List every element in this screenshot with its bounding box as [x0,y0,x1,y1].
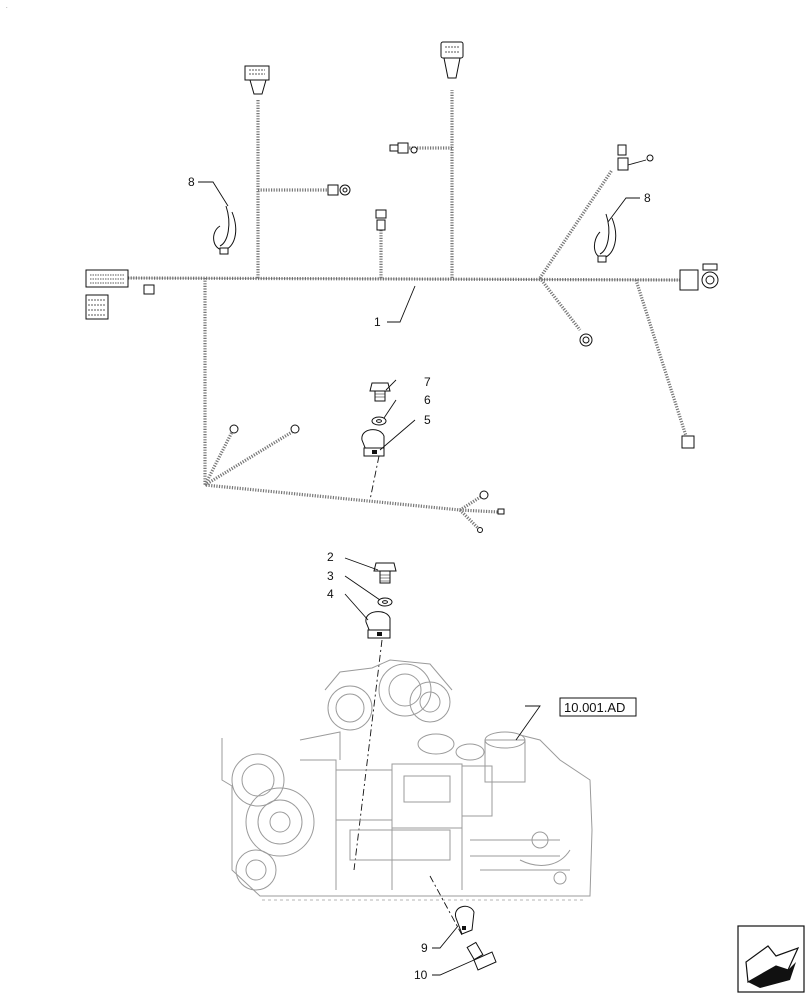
upper-fastener-stack [361,382,391,501]
callout-6: 6 [424,393,431,407]
bolt-item-10 [466,941,497,971]
callout-5: 5 [424,413,431,427]
clamp-item-4 [365,611,391,639]
connector-right-end [679,263,719,291]
clamp-item-9 [454,905,475,935]
connector-top-right [440,41,464,59]
lower-fastener-stack [353,562,397,871]
bottom-fastener-stack [429,875,497,971]
callout-labels: 1 2 3 4 5 6 7 8 8 9 10 [188,175,651,982]
main-harness [85,41,719,533]
callout-9: 9 [421,941,428,955]
callout-10: 10 [414,968,428,982]
reference-box[interactable]: 10.001.AD [559,697,637,717]
sensor-drop [375,209,387,231]
clamp-item-5 [361,429,385,457]
bolt-item-7 [369,382,391,402]
callout-3: 3 [327,569,334,583]
reference-label: 10.001.AD [564,700,625,715]
callout-4: 4 [327,587,334,601]
connector-drop-right [681,435,695,449]
arrow-next-page-icon[interactable] [737,925,805,993]
callout-1: 1 [374,315,381,329]
callout-7: 7 [424,375,431,389]
bolt-item-2 [373,562,397,584]
callout-2: 2 [327,550,334,564]
cable-clip-right [594,213,617,263]
connector-upper-right [617,144,654,171]
main-connector [85,269,129,288]
callout-leaders [198,181,640,976]
connector-detail [85,294,109,320]
connector-top-left [244,65,270,81]
sensor-connector-left [327,184,351,196]
corner-mark: . [6,4,8,10]
connector-lower-mid [579,333,593,347]
callout-8-left: 8 [188,175,195,189]
cable-clip-left [213,205,237,255]
engine-illustration [221,659,593,901]
callout-8-right: 8 [644,191,651,205]
ground-terminals [458,490,505,533]
sensor-connector-center [389,142,418,154]
